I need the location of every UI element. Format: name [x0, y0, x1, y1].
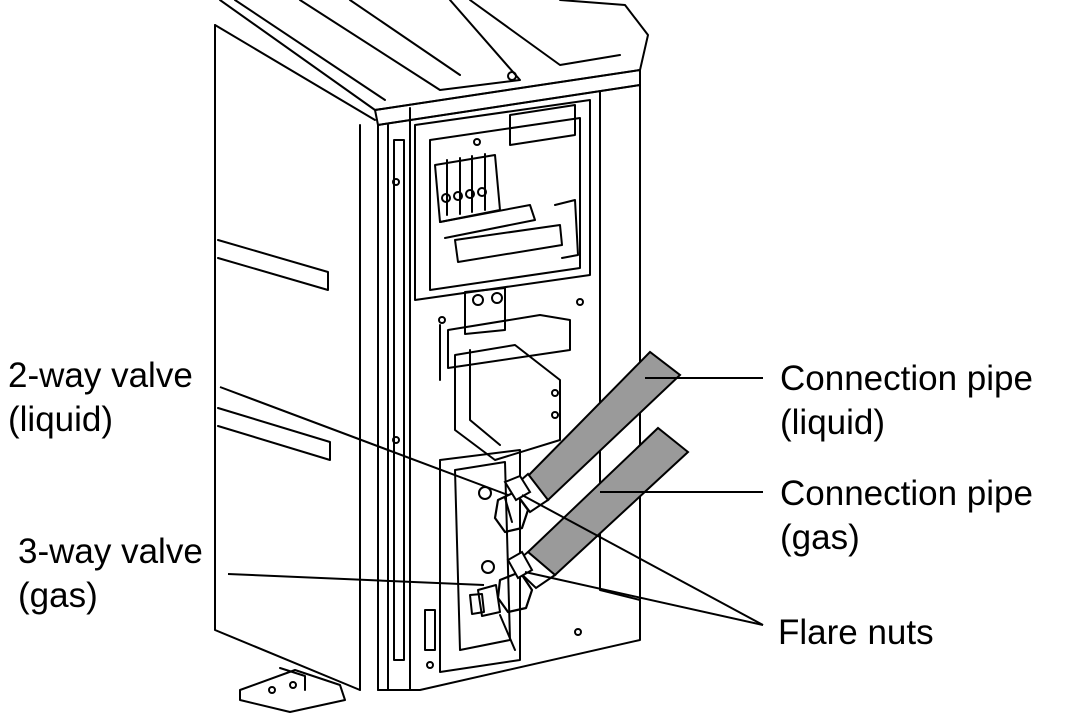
leader-three-way-valve [227, 573, 485, 586]
label-connection-pipe-gas-line1: Connection pipe [780, 474, 1033, 513]
leader-flare-nut-gas [524, 571, 764, 626]
leader-two-way-valve [219, 386, 509, 496]
three-way-valve [469, 570, 534, 617]
label-three-way-valve: 3-way valve (gas) [18, 530, 203, 618]
label-connection-pipe-gas-line2: (gas) [780, 518, 860, 557]
label-connection-pipe-liquid-line2: (liquid) [780, 403, 886, 442]
unit-top-panel [214, 0, 649, 126]
label-two-way-valve-line1: 2-way valve [8, 356, 193, 395]
label-two-way-valve-line2: (liquid) [8, 400, 114, 439]
leader-flare-nut-liquid [521, 494, 764, 626]
unit-front-panel [377, 84, 641, 691]
unit-base-foot [239, 667, 346, 713]
flare-nut-liquid [503, 474, 532, 502]
valve-mounting-plate [424, 449, 521, 673]
unit-side-panel [214, 24, 405, 691]
label-two-way-valve: 2-way valve (liquid) [8, 354, 193, 442]
label-connection-pipe-liquid: Connection pipe (liquid) [780, 357, 1033, 445]
valve-bracket [439, 287, 571, 461]
label-three-way-valve-line2: (gas) [18, 576, 98, 615]
electrical-box [414, 99, 591, 301]
label-connection-pipe-liquid-line1: Connection pipe [780, 359, 1033, 398]
label-flare-nuts: Flare nuts [778, 611, 934, 655]
label-flare-nuts-line1: Flare nuts [778, 613, 934, 652]
label-three-way-valve-line1: 3-way valve [18, 532, 203, 571]
label-connection-pipe-gas: Connection pipe (gas) [780, 472, 1033, 560]
